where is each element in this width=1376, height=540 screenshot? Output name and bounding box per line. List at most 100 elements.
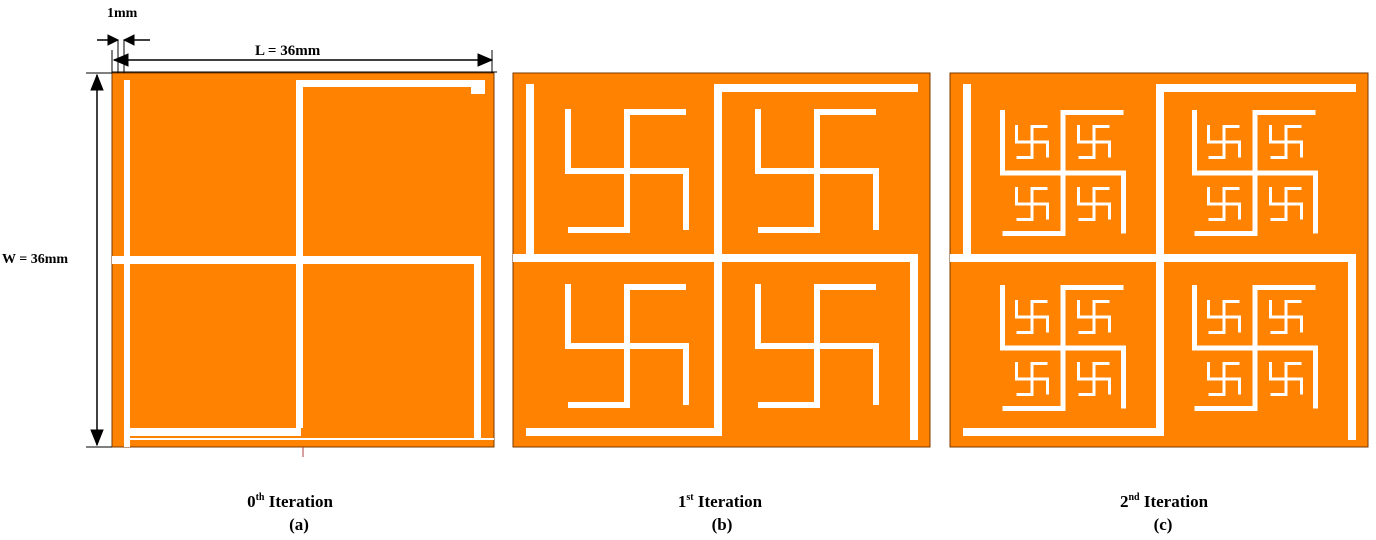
- cross-slot-segment: [1194, 406, 1253, 411]
- cross-slot-segment: [1270, 156, 1285, 159]
- cross-slot-segment: [1208, 218, 1223, 221]
- cross-slot-segment: [1092, 362, 1110, 365]
- cross-slot-segment: [1284, 362, 1302, 365]
- cross-slot-segment: [758, 227, 814, 233]
- cross-slot-segment: [1222, 362, 1240, 365]
- cross-slot-segment: [1030, 125, 1048, 128]
- caption-b-iteration: 1st Iteration: [678, 492, 763, 511]
- cross-slot-segment: [1030, 187, 1048, 190]
- cross-slot-segment: [683, 168, 689, 230]
- cross-slot-segment: [1077, 140, 1111, 144]
- cross-slot-segment: [1077, 125, 1080, 142]
- cross-slot-segment: [1077, 187, 1080, 204]
- cross-slot-segment: [755, 284, 761, 346]
- cross-slot-segment: [1092, 125, 1110, 128]
- cross-slot-segment: [1000, 170, 1126, 176]
- cross-slot-segment: [1192, 110, 1197, 173]
- cross-slot-segment: [1207, 125, 1210, 142]
- panel-c-fractal-cross-slots: [1000, 110, 1318, 411]
- cross-slot-segment: [1078, 156, 1093, 159]
- cross-slot-segment: [1300, 377, 1303, 395]
- cross-slot-segment: [1207, 362, 1210, 379]
- cross-slot-segment: [1002, 406, 1061, 411]
- cross-slot-segment: [1108, 315, 1111, 333]
- cross-slot-segment: [1270, 393, 1285, 396]
- cross-slot-segment: [1078, 393, 1093, 396]
- caption-a: 0th Iteration (a): [247, 492, 333, 534]
- cross-slot-segment: [1000, 345, 1126, 351]
- cross-slot-segment: [1078, 331, 1093, 334]
- cross-slot-segment: [1092, 187, 1110, 190]
- cross-slot-segment: [1015, 315, 1049, 319]
- cross-slot-segment: [1015, 202, 1049, 206]
- cross-slot-segment: [755, 109, 761, 171]
- caption-c-tag: (c): [1154, 515, 1173, 534]
- gap-dimension-label: 1mm: [107, 6, 138, 21]
- cross-slot-segment: [1252, 110, 1316, 115]
- cross-slot-segment: [1030, 362, 1048, 365]
- cross-slot-segment: [1077, 315, 1111, 319]
- cross-slot-segment: [1015, 300, 1018, 317]
- cross-slot-segment: [1284, 187, 1302, 190]
- cross-slot-segment: [1192, 170, 1318, 176]
- caption-a-tag: (a): [289, 515, 309, 534]
- cross-slot-segment: [1313, 345, 1318, 409]
- cross-slot-segment: [1207, 300, 1210, 317]
- cross-slot-segment: [1269, 300, 1272, 317]
- cross-slot-segment: [1015, 362, 1018, 379]
- cross-slot-segment: [1207, 187, 1210, 204]
- cross-slot-segment: [1222, 125, 1240, 128]
- cross-slot-segment: [1300, 202, 1303, 220]
- cross-slot-segment: [873, 168, 879, 230]
- cross-slot-segment: [1269, 362, 1272, 379]
- cross-slot-segment: [1269, 125, 1272, 142]
- cross-slot-segment: [565, 284, 571, 346]
- cross-slot-segment: [1046, 315, 1049, 333]
- cross-slot-segment: [1046, 140, 1049, 158]
- cross-slot-segment: [1208, 331, 1223, 334]
- caption-b: 1st Iteration (b): [678, 492, 763, 534]
- cross-slot-segment: [1046, 202, 1049, 220]
- cross-slot-segment: [1077, 300, 1080, 317]
- cross-slot-segment: [1238, 315, 1241, 333]
- cross-slot-segment: [1222, 300, 1240, 303]
- cross-slot-segment: [1016, 331, 1031, 334]
- cross-slot-segment: [1207, 315, 1241, 319]
- cross-slot-segment: [755, 343, 879, 349]
- cross-slot-segment: [624, 109, 686, 115]
- panel-b-slots: [513, 84, 918, 440]
- cross-slot-segment: [1121, 170, 1126, 234]
- cross-slot-segment: [683, 343, 689, 405]
- cross-slot-segment: [1270, 331, 1285, 334]
- cross-slot-segment: [1000, 285, 1005, 348]
- cross-slot-segment: [1284, 300, 1302, 303]
- cross-slot-segment: [1269, 140, 1303, 144]
- cross-slot-segment: [1015, 125, 1018, 142]
- panel-b-fractal-cross-slots: [565, 109, 879, 408]
- cross-slot-segment: [1078, 218, 1093, 221]
- cross-slot-segment: [1108, 202, 1111, 220]
- cross-slot-segment: [1269, 187, 1272, 204]
- cross-slot-segment: [1269, 315, 1303, 319]
- cross-slot-segment: [1269, 202, 1303, 206]
- cross-slot-segment: [1270, 218, 1285, 221]
- cross-slot-segment: [1077, 377, 1111, 381]
- caption-c: 2nd Iteration (c): [1120, 492, 1209, 534]
- cross-slot-segment: [1238, 140, 1241, 158]
- caption-c-iteration: 2nd Iteration: [1120, 492, 1209, 511]
- cross-slot-segment: [1208, 156, 1223, 159]
- cross-slot-segment: [1121, 345, 1126, 409]
- cross-slot-segment: [1108, 140, 1111, 158]
- cross-slot-segment: [624, 284, 686, 290]
- panel-b-1st-iteration: [512, 72, 931, 448]
- cross-slot-segment: [755, 168, 879, 174]
- length-dimension-label: L = 36mm: [255, 43, 321, 59]
- cross-slot-segment: [1284, 125, 1302, 128]
- panel-c-2nd-iteration: [949, 72, 1369, 448]
- cross-slot-segment: [1046, 377, 1049, 395]
- panel-a-slots: [112, 80, 494, 447]
- cross-slot-segment: [1060, 110, 1124, 115]
- cross-slot-segment: [1077, 202, 1111, 206]
- cross-slot-segment: [814, 284, 876, 290]
- cross-slot-segment: [1108, 377, 1111, 395]
